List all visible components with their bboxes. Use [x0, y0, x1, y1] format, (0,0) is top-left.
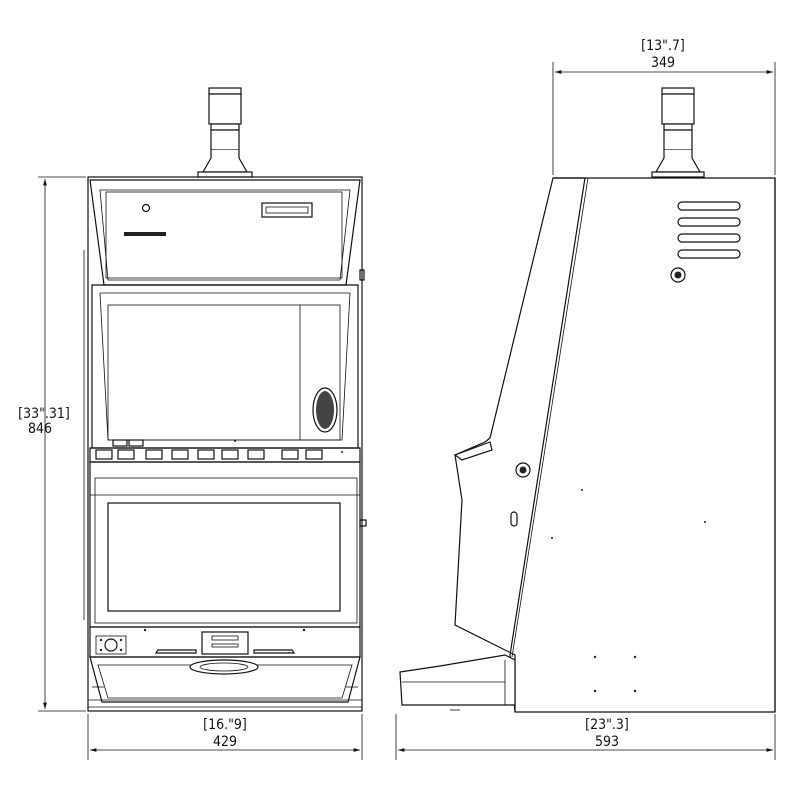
side-tower-light: [651, 87, 705, 178]
front-view: [83, 87, 367, 712]
height-mm-label: 846: [28, 421, 52, 437]
front-tower-light: [197, 87, 253, 178]
coin-tray: [189, 659, 259, 675]
top-box: [89, 179, 365, 286]
deck-buttons: [95, 439, 323, 460]
dimension-lines: [38, 62, 776, 760]
ticket-printer: [201, 631, 249, 655]
bill-acceptor: [261, 202, 313, 218]
side-key-icon: [515, 462, 531, 478]
speaker-grille: [312, 387, 338, 433]
front-width-mm-label: 429: [213, 734, 237, 750]
lower-screen: [89, 461, 367, 628]
front-lower-panel: [89, 626, 361, 703]
depth-mm-label: 593: [595, 734, 619, 750]
side-view: [399, 87, 776, 713]
depth-inches-label: [23".3]: [585, 717, 629, 733]
height-inches-label: [33".31]: [18, 406, 70, 422]
front-cabinet-outline: [87, 176, 363, 712]
side-vents: [677, 201, 741, 259]
top-width-inches-label: [13".7]: [641, 38, 685, 54]
button-deck: [89, 439, 361, 463]
top-width-mm-label: 349: [651, 55, 675, 71]
side-base-tray: [399, 654, 516, 706]
card-reader: [95, 635, 127, 655]
lock-icon: [141, 203, 151, 213]
side-lock-icon: [670, 267, 686, 283]
upper-screen: [91, 284, 359, 449]
ticket-slot: [124, 232, 166, 236]
front-width-inches-label: [16."9]: [203, 717, 247, 733]
